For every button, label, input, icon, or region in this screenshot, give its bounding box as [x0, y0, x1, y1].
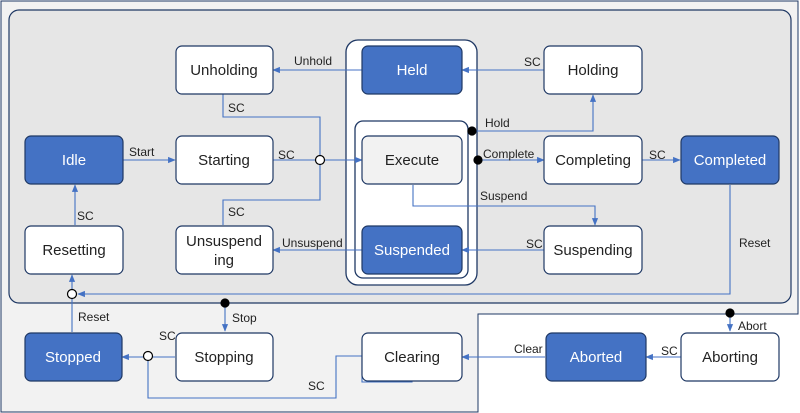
state-suspended	[361, 225, 463, 275]
label-sc-resetting: SC	[77, 209, 94, 223]
label-clear: Clear	[514, 342, 543, 356]
state-holding-label: Holding	[568, 62, 619, 79]
state-stopped	[24, 332, 123, 382]
arrow-hold	[472, 94, 597, 132]
state-aborted-label: Aborted	[570, 349, 623, 366]
state-idle	[24, 135, 124, 185]
state-completing-label: Completing	[555, 152, 631, 169]
label-abort: Abort	[738, 319, 767, 333]
state-suspending-label: Suspending	[553, 242, 632, 259]
state-suspended-label: Suspended	[374, 242, 450, 259]
state-idle-label: Idle	[62, 152, 86, 169]
state-completed	[680, 135, 780, 185]
state-resetting	[24, 225, 124, 275]
label-sc-clearing: SC	[308, 379, 325, 393]
state-held	[361, 45, 463, 95]
label-sc-aborting: SC	[661, 344, 678, 358]
label-sc-stopping: SC	[159, 329, 176, 343]
state-held-label: Held	[397, 62, 428, 79]
state-stopped-label: Stopped	[45, 349, 101, 366]
label-sc-suspending: SC	[526, 237, 543, 251]
state-completing	[543, 135, 643, 185]
label-sc-unsuspending: SC	[228, 205, 245, 219]
state-holding	[543, 45, 643, 95]
state-aborted	[545, 332, 647, 382]
hold-dot	[467, 126, 477, 136]
junction-stopped	[142, 350, 154, 362]
state-clearing-label: Clearing	[384, 349, 440, 366]
arrow-reset-completed	[77, 185, 731, 298]
label-unhold: Unhold	[294, 54, 332, 68]
state-execute	[361, 135, 463, 185]
complete-dot	[473, 155, 483, 165]
label-complete: Complete	[483, 147, 535, 161]
state-stopping-label: Stopping	[194, 349, 253, 366]
state-aborting	[680, 332, 780, 382]
label-hold: Hold	[485, 116, 510, 130]
state-unholding	[175, 45, 274, 95]
label-sc-unholding: SC	[228, 101, 245, 115]
label-unsuspend: Unsuspend	[282, 236, 343, 250]
arrow-unsuspending-sc	[222, 164, 321, 225]
state-aborting-label: Aborting	[702, 349, 758, 366]
label-reset-completed: Reset	[739, 236, 771, 250]
state-suspending	[543, 225, 643, 275]
junction-resetting	[66, 288, 78, 300]
label-reset-stopped: Reset	[78, 310, 110, 324]
label-stop: Stop	[232, 311, 257, 325]
label-sc-holding: SC	[524, 55, 541, 69]
state-completed-label: Completed	[694, 152, 767, 169]
label-start: Start	[129, 145, 155, 159]
state-starting-label: Starting	[198, 152, 250, 169]
state-resetting-label: Resetting	[42, 242, 105, 259]
state-clearing	[361, 332, 463, 382]
label-suspend: Suspend	[480, 189, 527, 203]
state-unsuspending-label-line2: ing	[214, 252, 234, 269]
state-starting	[175, 135, 274, 185]
state-unsuspending-label-line1: Unsuspend	[186, 233, 262, 250]
label-sc-completing: SC	[649, 148, 666, 162]
state-unholding-label: Unholding	[190, 62, 258, 79]
state-stopping	[175, 332, 274, 382]
state-execute-label: Execute	[385, 152, 439, 169]
arrow-clearing-loop	[147, 355, 362, 399]
junction-starting	[314, 154, 326, 166]
arrow-suspend	[412, 185, 599, 226]
arrow-unholding-sc	[222, 94, 321, 158]
label-sc-starting: SC	[278, 148, 295, 162]
abort-dot	[725, 308, 735, 318]
stop-dot	[220, 298, 230, 308]
state-unsuspending	[175, 225, 274, 275]
